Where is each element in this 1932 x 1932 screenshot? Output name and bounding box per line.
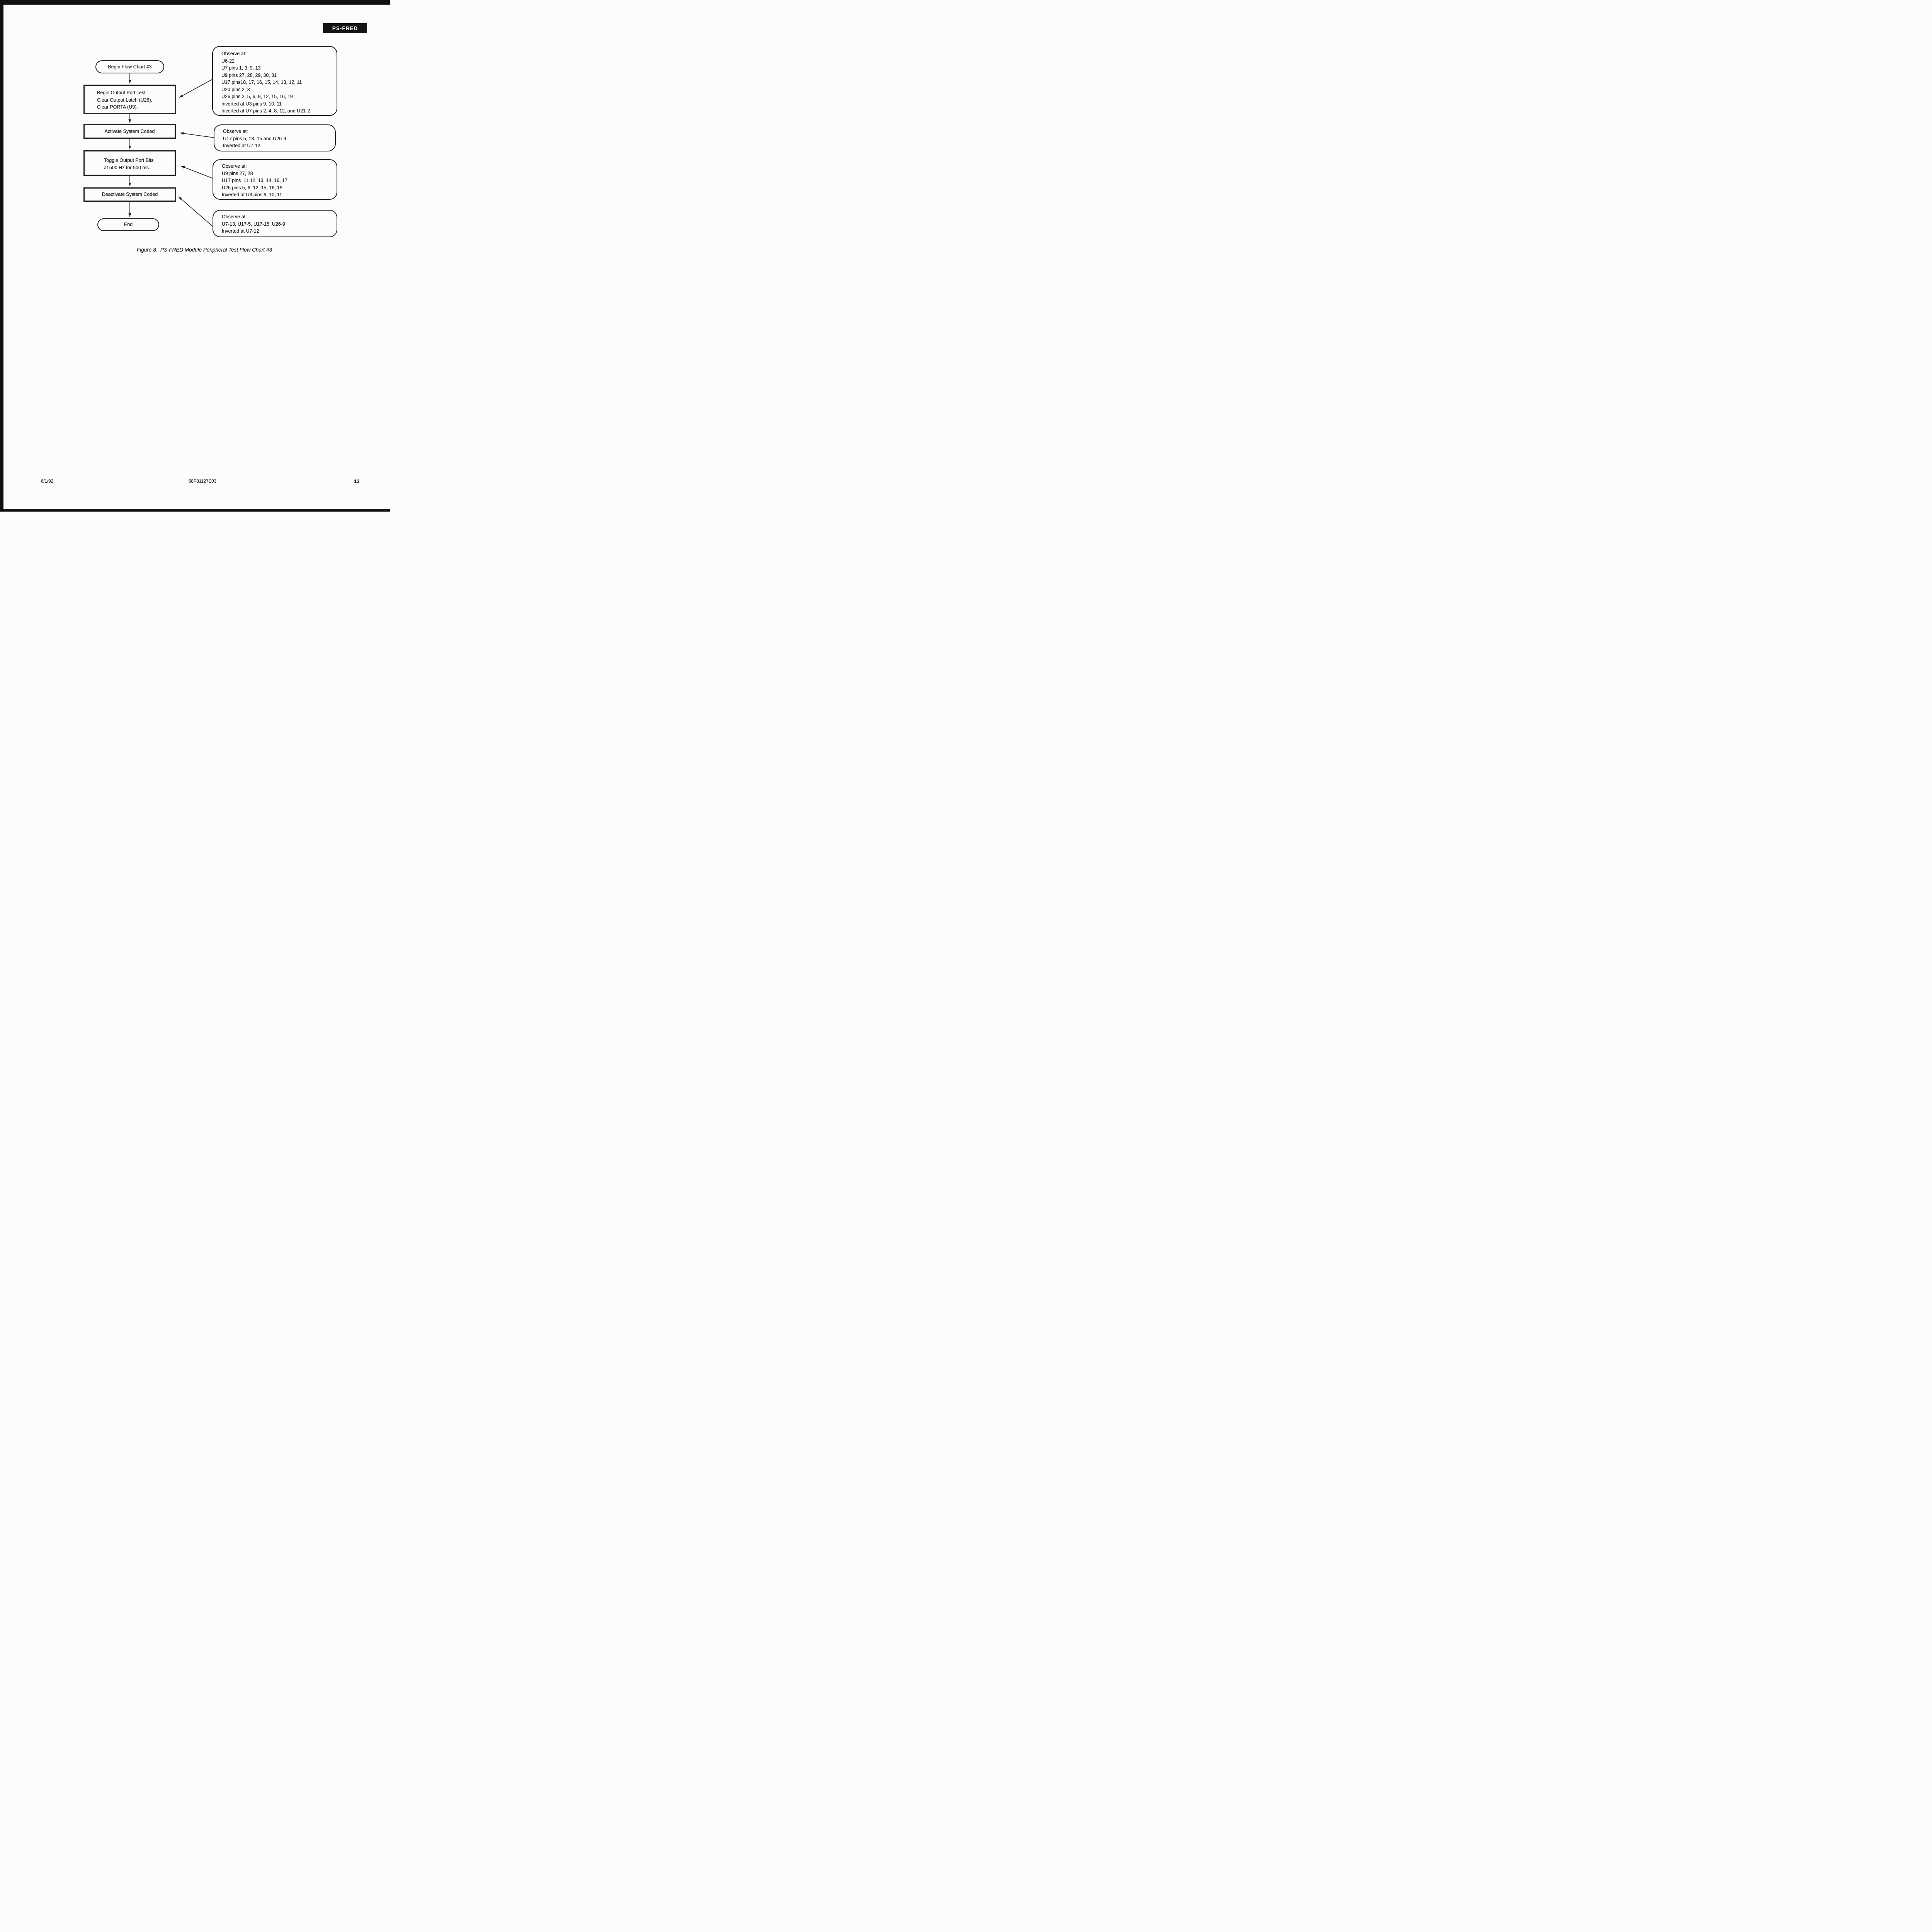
scan-edge-top — [0, 0, 390, 5]
text-line: at 500 Hz for 500 ms. — [104, 165, 150, 170]
footer-date: 6/1/92 — [41, 479, 53, 484]
flow-step-toggle-output-port-bits: Toggle Output Port Bits at 500 Hz for 500… — [83, 150, 176, 176]
flow-start-node: Begin Flow Chart #3 — [95, 60, 164, 73]
text-line: U7-13, U17-5, U17-15, U26-9 — [222, 221, 285, 227]
text-line: U26 pins 5, 6, 12, 15, 16, 19 — [222, 185, 283, 190]
callout-arrow-3 — [181, 166, 216, 180]
text-line: Inverted at U7-12 — [223, 143, 260, 148]
flow-step-activate-system-coded: Activate System Coded — [83, 124, 176, 139]
text-line: Observe at: — [223, 129, 248, 134]
text-line: U17 pins 5, 13, 15 and U26-9 — [223, 136, 286, 141]
ps-fred-header-tab: PS-FRED — [323, 23, 367, 33]
footer-page-number: 13 — [354, 478, 360, 484]
document-page: PS-FRED Begin Flow Chart #3 Begin Output… — [0, 0, 390, 512]
callout-arrow-4 — [178, 196, 214, 228]
text-line: U9 pins 27, 28, 29, 30, 31 — [221, 72, 277, 78]
text-line: Observe at: — [222, 214, 247, 219]
text-line: Inverted at U7 pins 2, 4, 8, 12, and U21… — [221, 108, 310, 114]
text-line: U17 pins 11 12, 13, 14, 16, 17 — [222, 178, 288, 183]
text-line: U26 pins 2, 5, 6, 9, 12, 15, 16, 19 — [221, 94, 293, 99]
flow-end-node: End — [97, 218, 159, 231]
text-line: Inverted at U3 pins 9, 10, 11 — [222, 192, 282, 197]
text-line: U7 pins 1, 3, 9, 13 — [221, 65, 261, 71]
text-line: Deactivate System Coded — [102, 192, 158, 197]
callout-arrow-2 — [180, 132, 217, 138]
callout-observe-3: Observe at:U9 pins 27, 28 U17 pins 11 12,… — [213, 159, 337, 200]
text-line: Observe at: — [221, 51, 247, 56]
text-line: Observe at: — [222, 163, 247, 169]
flow-step-begin-output-port-test: Begin Output Port Test. Clear Output Latc… — [83, 85, 176, 114]
text-line: U9 pins 27, 28 — [222, 170, 253, 176]
figure-caption: Figure 8. PS-FRED Module Peripheral Test… — [137, 247, 272, 253]
scan-edge-left — [0, 0, 3, 512]
text-line: U20 pins 2, 3 — [221, 87, 250, 92]
text-line: U6-22 — [221, 58, 235, 64]
scan-edge-bottom — [0, 509, 390, 512]
flow-step-deactivate-system-coded: Deactivate System Coded — [83, 187, 176, 202]
text-line: Inverted at U7-12 — [222, 228, 259, 234]
text-line: Clear PORTA (U9). — [97, 104, 138, 110]
footer-document-number: 68P81127E03 — [188, 479, 217, 484]
text-line: Begin Output Port Test. — [97, 90, 147, 95]
text-line: U17 pins18, 17, 16, 15, 14, 13, 12, 11 — [221, 80, 302, 85]
text-line: Clear Output Latch (U26). — [97, 97, 153, 103]
text-line: Activate System Coded — [104, 128, 155, 134]
callout-arrow-1 — [179, 78, 214, 98]
text-line: Toggle Output Port Bits — [104, 158, 154, 163]
text-line: Inverted at U3 pins 9, 10, 11 — [221, 101, 282, 107]
